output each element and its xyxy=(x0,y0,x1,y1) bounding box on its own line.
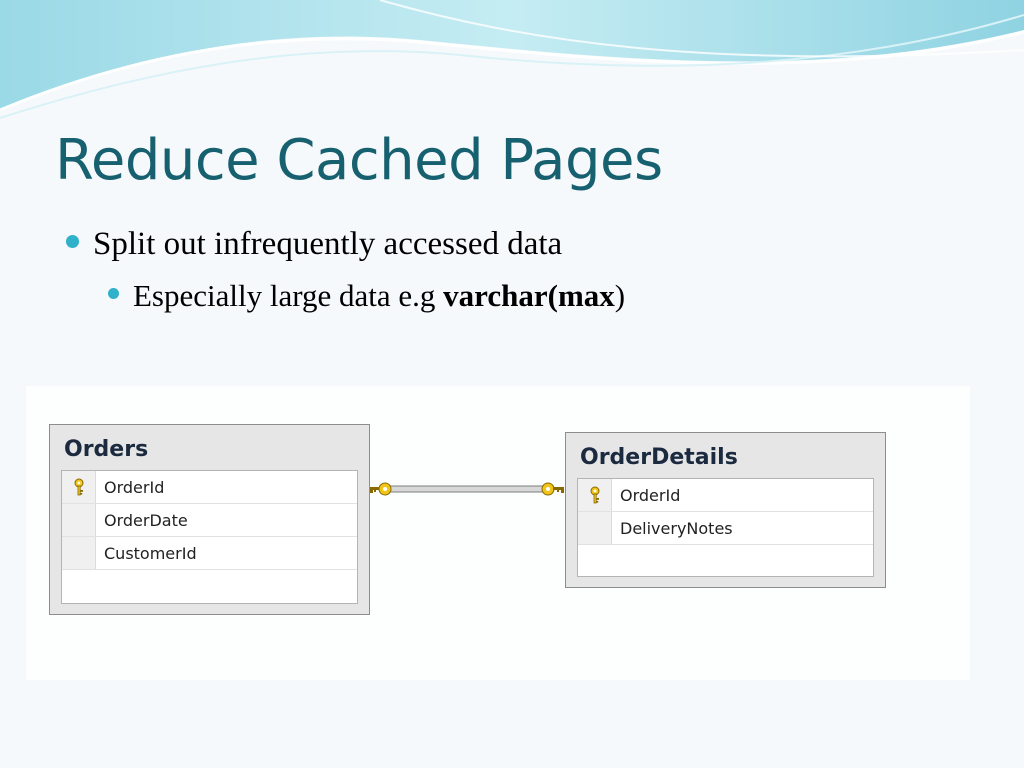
primary-key-icon xyxy=(74,478,83,496)
column-name: OrderId xyxy=(104,477,165,497)
orders-table-name: Orders xyxy=(64,437,149,462)
table-row[interactable]: OrderId xyxy=(578,479,873,512)
column-name: OrderId xyxy=(620,485,681,505)
orderdetails-table-name: OrderDetails xyxy=(580,445,738,470)
column-name: DeliveryNotes xyxy=(620,518,733,538)
bullet-level2-bold-varchar: varchar xyxy=(443,278,548,313)
table-row[interactable]: OrderId xyxy=(62,471,357,504)
bullet-level2: Especially large data e.g varchar(max) xyxy=(108,278,625,314)
orderdetails-table[interactable]: OrderDetails OrderId DeliveryNotes xyxy=(565,432,886,588)
relationship-key-icon-left xyxy=(370,482,392,496)
bullet-level1-text: Split out infrequently accessed data xyxy=(93,226,563,262)
bullet-level2-bold-max: max xyxy=(557,278,615,313)
column-name: OrderDate xyxy=(104,510,188,530)
column-name: CustomerId xyxy=(104,543,197,563)
bullet-level2-prefix: Especially large data e.g xyxy=(133,278,444,313)
row-gutter xyxy=(62,537,96,569)
bullet-dot-icon xyxy=(66,234,79,248)
table-row[interactable]: OrderDate xyxy=(62,504,357,537)
table-row[interactable]: DeliveryNotes xyxy=(578,512,873,545)
orderdetails-column-list: OrderId DeliveryNotes xyxy=(577,478,874,577)
bullet-dot-icon xyxy=(108,288,119,300)
orders-column-list: OrderId OrderDate CustomerId xyxy=(61,470,358,604)
relationship-connector[interactable] xyxy=(368,478,568,500)
header-wave-decoration xyxy=(0,0,1024,119)
table-row[interactable]: CustomerId xyxy=(62,537,357,570)
row-gutter xyxy=(578,479,612,511)
slide-title: Reduce Cached Pages xyxy=(55,128,663,193)
bullet-level1: Split out infrequently accessed data xyxy=(66,226,562,263)
primary-key-icon xyxy=(590,486,599,504)
bullet-level2-paren-close: ) xyxy=(614,278,626,313)
bullet-level2-paren-open: ( xyxy=(547,278,558,313)
row-gutter xyxy=(578,512,612,544)
orders-table[interactable]: Orders OrderId OrderDate CustomerId xyxy=(49,424,370,615)
relationship-key-icon-right xyxy=(541,482,564,496)
row-gutter xyxy=(62,471,96,503)
row-gutter xyxy=(62,504,96,536)
